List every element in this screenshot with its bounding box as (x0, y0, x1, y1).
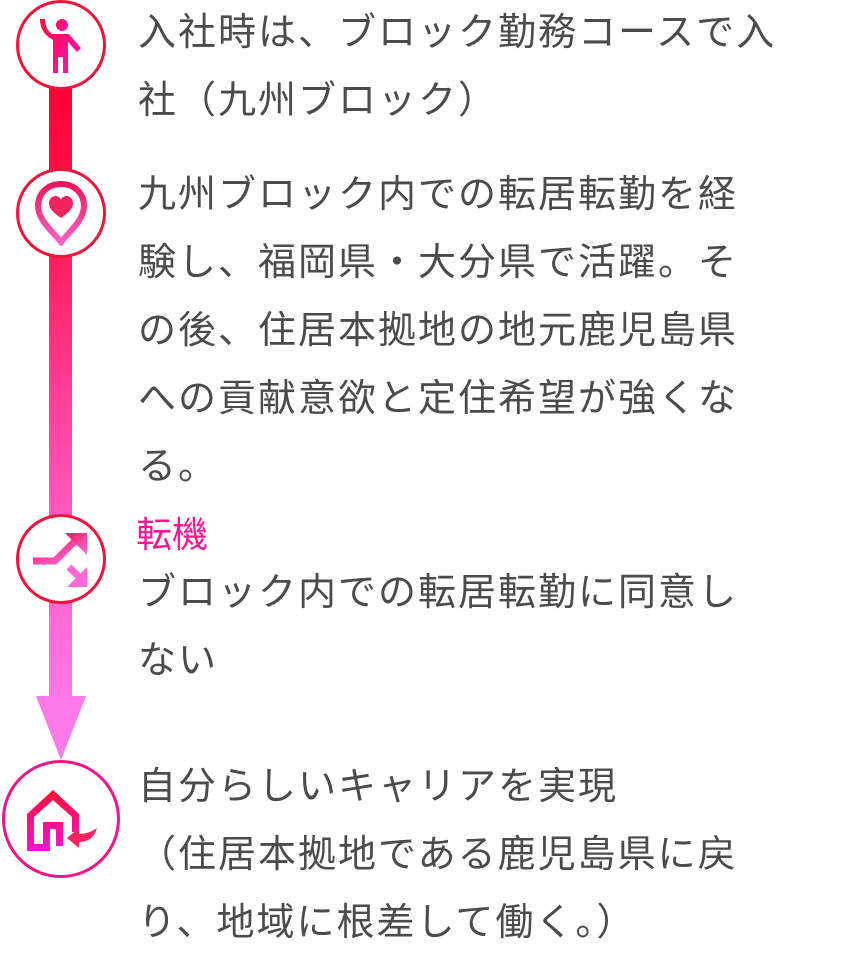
step-3-text: ブロック内での転居転勤に同意し ない (138, 570, 739, 682)
step-2-text: 九州ブロック内での転居転勤を経 験し、福岡県・大分県で活躍。そ の後、住居本拠地… (138, 172, 739, 488)
person-waving-icon (40, 19, 81, 73)
step-2-node (16, 168, 106, 258)
location-heart-icon (34, 180, 88, 246)
step-4-text: 自分らしいキャリアを実現 （住居本拠地である鹿児島県に戻 り、地域に根差して働く… (138, 764, 738, 944)
step-3-node (16, 514, 106, 604)
step-3-label: 転機 (136, 515, 209, 556)
step-1-text: 入社時は、ブロック勤務コースで入 社（九州ブロック） (138, 10, 777, 122)
split-arrows-icon (33, 533, 87, 587)
step-4-node (2, 760, 120, 878)
step-1-node (16, 0, 106, 90)
timeline-arrowhead (36, 696, 86, 760)
home-return-icon (27, 790, 97, 851)
